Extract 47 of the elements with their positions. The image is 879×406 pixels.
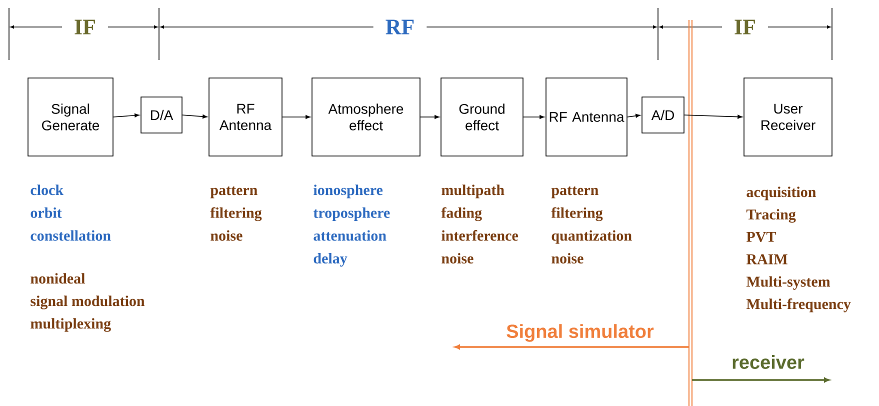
annotation-text: noise	[442, 253, 474, 264]
process-box: Atmosphere effect	[312, 78, 420, 156]
dimension-label: IF	[62, 16, 108, 38]
annotation-text: Multi-frequency	[746, 298, 851, 312]
process-box: RF Antenna	[208, 78, 282, 156]
annotation-text: pattern	[210, 186, 258, 198]
annotation-text: multipath	[442, 184, 504, 198]
dimension-label: RF	[373, 16, 427, 38]
annotation-text: clock	[30, 184, 64, 196]
process-box: RF Antenna	[546, 78, 628, 156]
annotation-text: PVT	[746, 232, 776, 242]
annotation-text: constellation	[30, 230, 111, 241]
annotation-text: pattern	[551, 186, 598, 198]
arrow	[282, 115, 310, 119]
annotation-text: Multi-system	[746, 276, 830, 290]
process-box: Ground effect	[440, 78, 524, 156]
arrow	[420, 115, 440, 119]
annotation-text: Tracing	[746, 209, 796, 223]
arrow	[113, 113, 140, 118]
dimension-label: IF	[722, 16, 768, 38]
annotation-text: filtering	[551, 207, 603, 222]
arrow	[523, 115, 544, 119]
arrow	[182, 114, 208, 119]
annotation-text: filtering	[210, 207, 262, 222]
process-box: A/D	[642, 96, 684, 134]
annotation-text: RAIM	[746, 254, 788, 264]
annotation-text: ionosphere	[314, 184, 383, 198]
annotation-text: signal modulation	[30, 296, 145, 310]
arrow	[627, 114, 640, 118]
annotation-text: noise	[210, 230, 242, 241]
annotation-text: fading	[441, 207, 482, 222]
annotation-text: orbit	[30, 207, 62, 218]
annotation-text: quantization	[552, 230, 632, 244]
annotation-text: attenuation	[314, 230, 386, 241]
process-box: D/A	[140, 96, 182, 134]
section-label: Signal simulator	[506, 324, 654, 342]
arrow	[684, 114, 742, 119]
annotation-text: interference	[442, 230, 518, 241]
section-label: receiver	[732, 355, 804, 369]
process-box: Signal Generate	[28, 78, 114, 156]
annotation-text: nonideal	[30, 273, 85, 284]
annotation-text: multiplexing	[30, 318, 111, 332]
annotation-text: noise	[552, 253, 584, 264]
annotation-text: delay	[314, 253, 348, 267]
annotation-text: acquisition	[746, 186, 816, 200]
process-box: User Receiver	[744, 78, 832, 156]
annotation-text: troposphere	[313, 207, 390, 221]
